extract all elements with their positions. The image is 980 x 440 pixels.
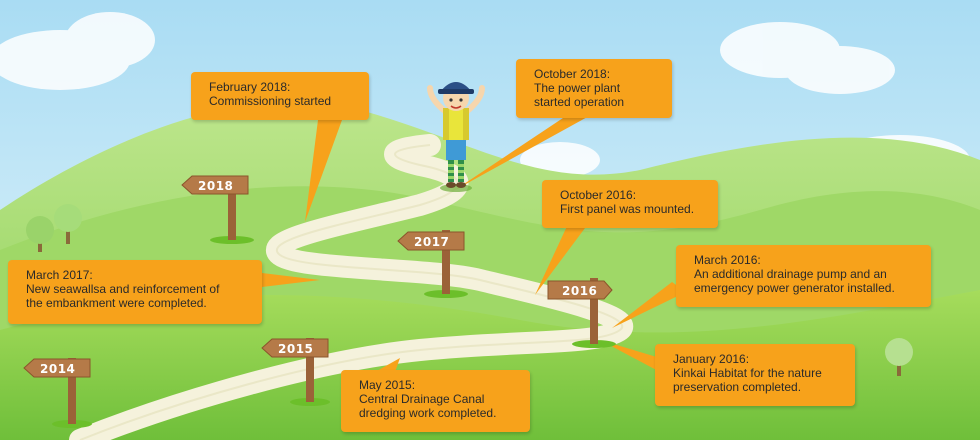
callout-mar-2017-date: March 2017: <box>26 268 93 282</box>
callout-pointers <box>262 110 686 372</box>
tree-left <box>26 204 82 252</box>
callout-mar-2016: March 2016: An additional drainage pump … <box>676 245 931 307</box>
callout-mar-2016-line1: An additional drainage pump and an <box>694 267 887 281</box>
callout-feb-2018-date: February 2018: <box>209 80 291 94</box>
sign-2016-label: 2016 <box>562 284 597 298</box>
sign-2015-label: 2015 <box>278 342 313 356</box>
sign-2017-label: 2017 <box>414 235 449 249</box>
callout-oct-2016-text: First panel was mounted. <box>560 202 695 216</box>
callout-jan-2016: January 2016: Kinkai Habitat for the nat… <box>655 344 855 406</box>
callout-may-2015-date: May 2015: <box>359 378 416 392</box>
signpost-2014: 2014 <box>23 358 92 428</box>
callout-mar-2017: March 2017: New seawallsa and reinforcem… <box>8 260 262 324</box>
callout-jan-2016-line1: Kinkai Habitat for the nature <box>673 366 822 380</box>
callout-oct-2018-date: October 2018: <box>534 67 611 81</box>
callout-may-2015-line1: Central Drainage Canal <box>359 392 485 406</box>
sign-2018-label: 2018 <box>198 179 233 193</box>
callout-jan-2016-line2: preservation completed. <box>673 380 802 394</box>
tree-right <box>885 338 913 376</box>
callout-mar-2017-line2: the embankment were completed. <box>26 296 207 310</box>
callout-oct-2016: October 2016: First panel was mounted. <box>542 180 718 228</box>
hiker-character <box>427 82 485 192</box>
callout-mar-2017-line1: New seawallsa and reinforcement of <box>26 282 220 296</box>
signpost-2017: 2017 <box>397 230 468 298</box>
callout-may-2015: May 2015: Central Drainage Canal dredgin… <box>341 370 530 432</box>
callout-feb-2018-text: Commissioning started <box>209 94 332 108</box>
callout-oct-2016-date: October 2016: <box>560 188 637 202</box>
callout-oct-2018-line2: started operation <box>534 95 625 109</box>
signpost-2018: 2018 <box>181 175 254 244</box>
callout-oct-2018-line1: The power plant <box>534 81 621 95</box>
callout-mar-2016-date: March 2016: <box>694 253 761 267</box>
callout-feb-2018: February 2018: Commissioning started <box>191 72 369 120</box>
callout-mar-2016-line2: emergency power generator installed. <box>694 281 895 295</box>
sign-2014-label: 2014 <box>40 362 75 376</box>
callout-may-2015-line2: dredging work completed. <box>359 406 497 420</box>
signpost-2015: 2015 <box>261 338 330 406</box>
callout-jan-2016-date: January 2016: <box>673 352 750 366</box>
callout-oct-2018: October 2018: The power plant started op… <box>516 59 672 118</box>
signpost-2016: 2016 <box>547 278 616 348</box>
